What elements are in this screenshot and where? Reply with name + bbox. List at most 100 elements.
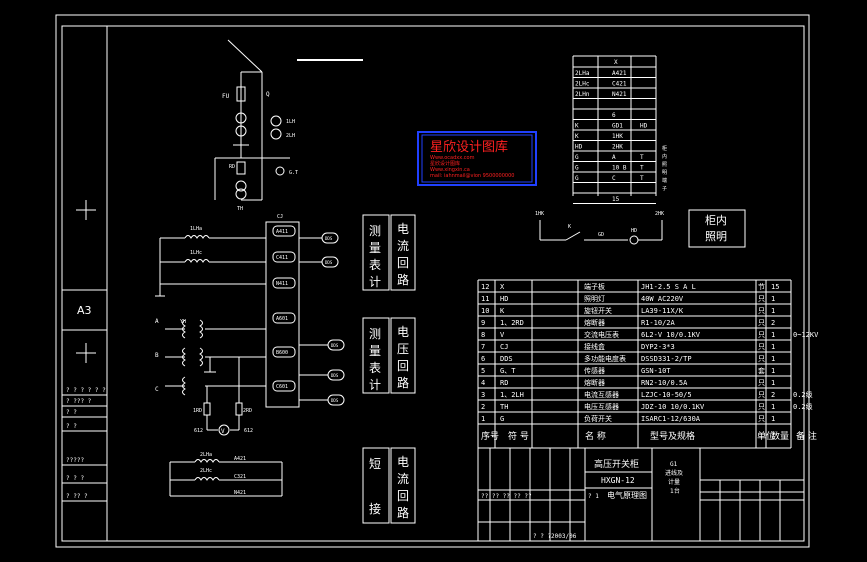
side-box-left-char: 接 xyxy=(369,501,381,516)
bom-cell: K xyxy=(500,307,505,315)
bom-cell: 只 xyxy=(758,319,765,327)
side-box-left-char: 测 xyxy=(369,224,381,238)
side-box-left xyxy=(362,317,390,394)
bom-cell: 5 xyxy=(481,367,485,375)
bom-cell: 8 xyxy=(481,331,485,339)
fuse-fu xyxy=(236,86,246,102)
terminal-cell: A xyxy=(612,154,616,161)
1lha-label: 1LHa xyxy=(190,226,202,232)
1lh-label: 1LH xyxy=(286,119,295,125)
yh-label: YH xyxy=(180,319,186,325)
watermark-frame xyxy=(417,131,537,186)
bom-cell: 1 xyxy=(771,415,775,423)
bom-cell: 套 xyxy=(758,366,765,375)
n421-label: N421 xyxy=(234,490,246,496)
bom-cell: 熔断器 xyxy=(584,318,605,327)
side-box-left-char: 表 xyxy=(369,361,381,375)
bom-header-cell: 名 称 xyxy=(585,430,606,442)
bom-cell: 电流互感器 xyxy=(584,390,619,399)
bom-cell: HD xyxy=(500,295,508,303)
bom-cell: 11 xyxy=(481,295,489,303)
bom-cell: CJ xyxy=(500,343,508,351)
bom-cell: 1、2LH xyxy=(500,391,524,399)
watermark-line: Www.ocadxx.com xyxy=(430,155,475,161)
bom-cell: 交流电压表 xyxy=(584,330,619,339)
side-box-right-char: 流 xyxy=(397,472,409,486)
612-label-b: 612 xyxy=(244,428,253,434)
left-col-label: ? ?? ? xyxy=(66,493,88,500)
side-box-left-char: 测 xyxy=(369,327,381,341)
left-col-label: ? ? ? xyxy=(66,475,84,482)
bom-cell: 1 xyxy=(771,295,775,303)
ct-2lh xyxy=(270,128,282,140)
cj-terminal-label: B600 xyxy=(276,350,288,356)
title-one: ? 1 xyxy=(588,493,599,500)
bom-cell: DYP2-3*3 xyxy=(641,343,675,351)
2hk-label: 2HK xyxy=(655,211,664,217)
side-box-right-char: 流 xyxy=(397,239,409,253)
bom-header-cell: 型号及规格 xyxy=(650,430,695,442)
terminal-side-char: 照 xyxy=(662,162,667,168)
bom-cell: 2 xyxy=(771,319,775,327)
terminal-side-char: 端 xyxy=(662,177,667,184)
bom-cell: 7 xyxy=(481,343,485,351)
cj-terminal xyxy=(272,312,296,324)
bom-cell: ISARC1-12/630A xyxy=(641,415,701,423)
gd-label: GD xyxy=(598,232,604,238)
bom-cell: 0~12KV xyxy=(793,331,819,339)
bom-cell: 只 xyxy=(758,379,765,387)
bom-cell: 4 xyxy=(481,379,485,387)
short-circuit-section xyxy=(169,459,283,497)
bom-cell: 只 xyxy=(758,307,765,315)
side-box-right-char: 电 xyxy=(397,222,409,236)
2rd-label: 2RD xyxy=(243,408,252,414)
2lhc-label: 2LHc xyxy=(200,468,212,474)
cj-terminal-label: C411 xyxy=(276,255,288,261)
side-box-left xyxy=(362,214,390,291)
cj-junction-box xyxy=(265,221,300,408)
watermark-line: 星欣设计图库 xyxy=(430,160,460,167)
bom-cell: 15 xyxy=(771,283,779,291)
meter-label: DDS xyxy=(325,236,333,241)
crosshair-marks xyxy=(76,200,96,363)
phase-a-label: A xyxy=(155,318,159,325)
left-column-labels: ? ? ? ? ? ?? ??? ?? ?? ??????? ? ?? ?? ? xyxy=(62,387,107,502)
1hk-label: 1HK xyxy=(535,211,544,217)
fuse-rd xyxy=(236,161,246,175)
energy-meter xyxy=(327,394,345,406)
bom-cell: 40W AC220V xyxy=(641,295,684,303)
1lhc-label: 1LHc xyxy=(190,250,202,256)
pt-circuit xyxy=(165,319,266,436)
terminal-cell: 2LHc xyxy=(575,81,590,88)
cabinet-lighting-box xyxy=(688,209,746,248)
title-line3: 电气原理图 xyxy=(607,490,647,500)
title-line1: 高压开关柜 xyxy=(594,458,639,470)
cj-terminal xyxy=(272,251,296,263)
bom-cell: LZJC-10-50/5 xyxy=(641,391,692,399)
bom-cell: 3 xyxy=(481,391,485,399)
bom-cell: 电压互感器 xyxy=(584,402,619,411)
bom-cell: X xyxy=(500,283,505,291)
bom-cell: 1 xyxy=(481,415,485,423)
title-side3: 计量 xyxy=(668,478,680,486)
bom-header-cell: 符 号 xyxy=(508,430,529,442)
terminal-cell: GD1 xyxy=(612,123,623,130)
bom-cell: 1、2RD xyxy=(500,319,524,327)
bom-cell: 9 xyxy=(481,319,485,327)
bom-cell: 负荷开关 xyxy=(584,414,612,423)
terminal-cell: N421 xyxy=(612,91,627,98)
energy-meter xyxy=(327,369,345,381)
q-label: Q xyxy=(266,91,270,98)
bom-cell: 1 xyxy=(771,307,775,315)
bom-cell: 只 xyxy=(758,343,765,351)
terminal-side-char: 柜 xyxy=(662,145,667,152)
terminal-side-char: 内 xyxy=(662,153,667,160)
watermark-lines: Www.ocadxx.com星欣设计图库Www.xingxin.camail: … xyxy=(430,155,514,179)
bom-cell: 0.2级 xyxy=(793,402,813,411)
side-box-right-char: 压 xyxy=(397,342,409,356)
cj-terminal xyxy=(272,346,296,358)
watermark-title: 星欣设计图库 xyxy=(430,139,508,155)
